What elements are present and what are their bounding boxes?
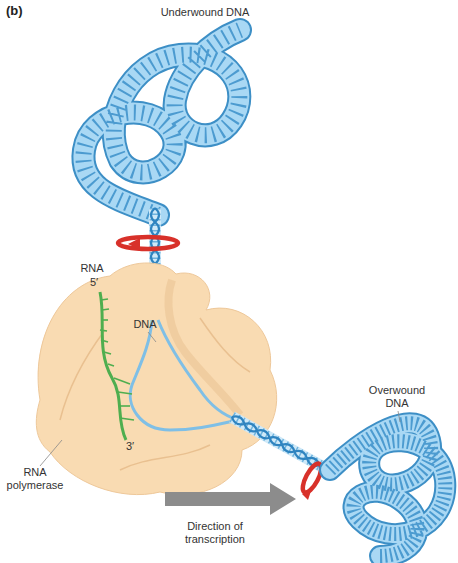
- strand-end: 5′: [84, 276, 104, 289]
- polymerase-lobe: [200, 318, 250, 372]
- leader-line: [40, 440, 62, 466]
- strand-end: 3′: [120, 440, 140, 453]
- rotation-arrowhead: [302, 488, 312, 500]
- callout-label: DNA: [124, 318, 166, 331]
- callout-label: Underwound DNA: [135, 6, 275, 19]
- supercoil-body: [83, 30, 240, 215]
- callout-label: Overwound DNA: [366, 384, 428, 410]
- rotation-arrow: [118, 237, 178, 249]
- supercoil-basepairs: [330, 423, 445, 556]
- supercoil-outline: [330, 423, 445, 556]
- callout-label: Direction of transcription: [160, 520, 270, 546]
- supercoil-outline: [83, 30, 240, 215]
- polymerase-body: [36, 263, 276, 495]
- rna-bases: [100, 299, 134, 420]
- leader-line: [148, 332, 156, 342]
- callout-label: RNA: [74, 262, 110, 275]
- polymerase-lobe: [60, 330, 105, 420]
- supercoil-body: [330, 423, 445, 556]
- leader-line: [398, 411, 400, 422]
- nontemplate-strand: [158, 320, 238, 420]
- panel-letter: (b): [6, 4, 46, 17]
- callout-label: RNA polymerase: [0, 466, 70, 492]
- supercoil-basepairs: [83, 30, 240, 215]
- rotation-arrowhead: [128, 238, 140, 250]
- template-strand: [130, 320, 238, 430]
- direction-arrow-head: [270, 483, 296, 515]
- direction-arrow-shaft: [165, 492, 271, 506]
